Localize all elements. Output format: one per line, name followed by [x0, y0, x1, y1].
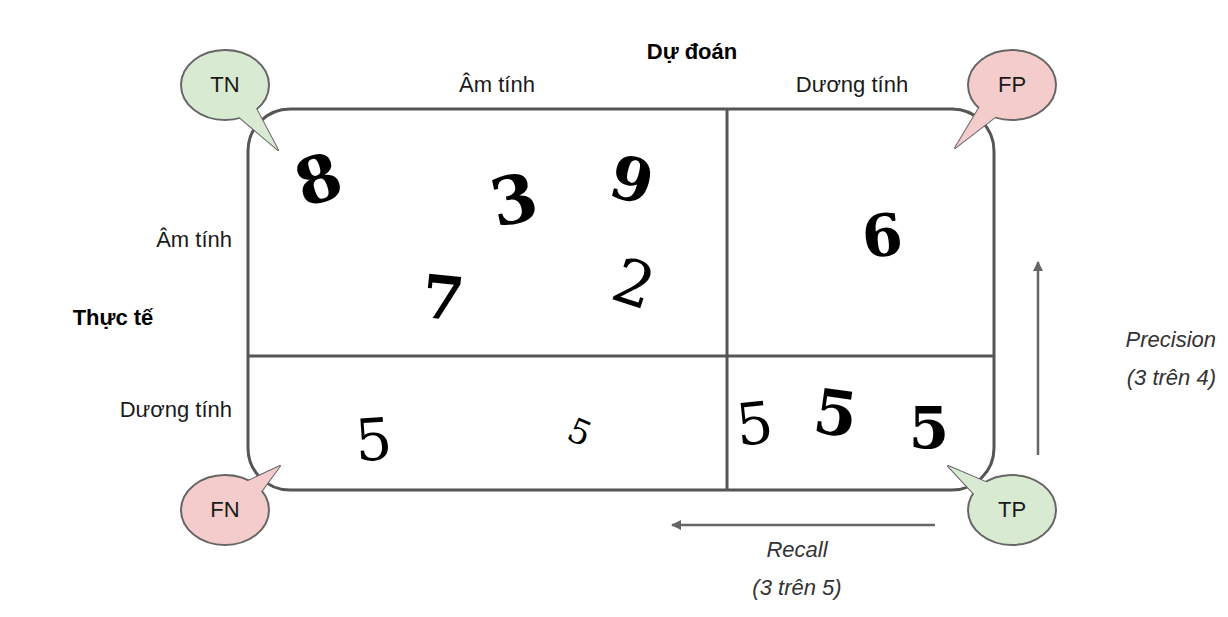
- row-divider: [249, 355, 993, 358]
- callout-text: FP: [998, 72, 1026, 98]
- bubble-fill: [970, 52, 1055, 119]
- digit-sample: 3: [485, 163, 544, 237]
- bubble-fill: [970, 477, 1055, 544]
- callout-text: TP: [998, 497, 1026, 523]
- bubble-fill: [183, 477, 268, 544]
- axis-label: Âm tính: [459, 72, 535, 98]
- digit-sample: 6: [859, 205, 905, 267]
- axis-title: Thực tế: [73, 305, 154, 331]
- metric-label: (3 trên 5): [752, 575, 841, 601]
- axis-label: Âm tính: [156, 227, 232, 253]
- axis-title: Dự đoán: [647, 39, 737, 65]
- digit-sample: 9: [604, 146, 659, 214]
- column-divider: [726, 110, 729, 489]
- digit-sample: 5: [733, 393, 776, 455]
- recall-arrow: [672, 524, 935, 527]
- callout-bubble: TN: [180, 49, 270, 121]
- callout-bubble: FN: [180, 474, 270, 546]
- callout-bubble: TP: [967, 474, 1057, 546]
- callout-bubble: FP: [967, 49, 1057, 121]
- digit-sample: 5: [563, 412, 597, 452]
- digit-sample: 5: [353, 410, 394, 470]
- bubble-fill: [183, 52, 268, 119]
- metric-label: Recall: [766, 537, 827, 563]
- matrix-frame: [248, 109, 994, 490]
- digit-sample: 8: [287, 143, 349, 218]
- digit-sample: 5: [810, 380, 861, 447]
- metric-label: (3 trên 4): [1127, 365, 1216, 391]
- callout-text: FN: [210, 497, 239, 523]
- digit-sample: 2: [606, 248, 663, 319]
- precision-arrow: [1037, 262, 1040, 455]
- axis-label: Dương tính: [120, 397, 232, 423]
- metric-label: Precision: [1126, 327, 1216, 353]
- axis-label: Dương tính: [796, 72, 908, 98]
- digit-sample: 7: [419, 266, 467, 330]
- digit-sample: 5: [909, 399, 949, 457]
- callout-text: TN: [210, 72, 239, 98]
